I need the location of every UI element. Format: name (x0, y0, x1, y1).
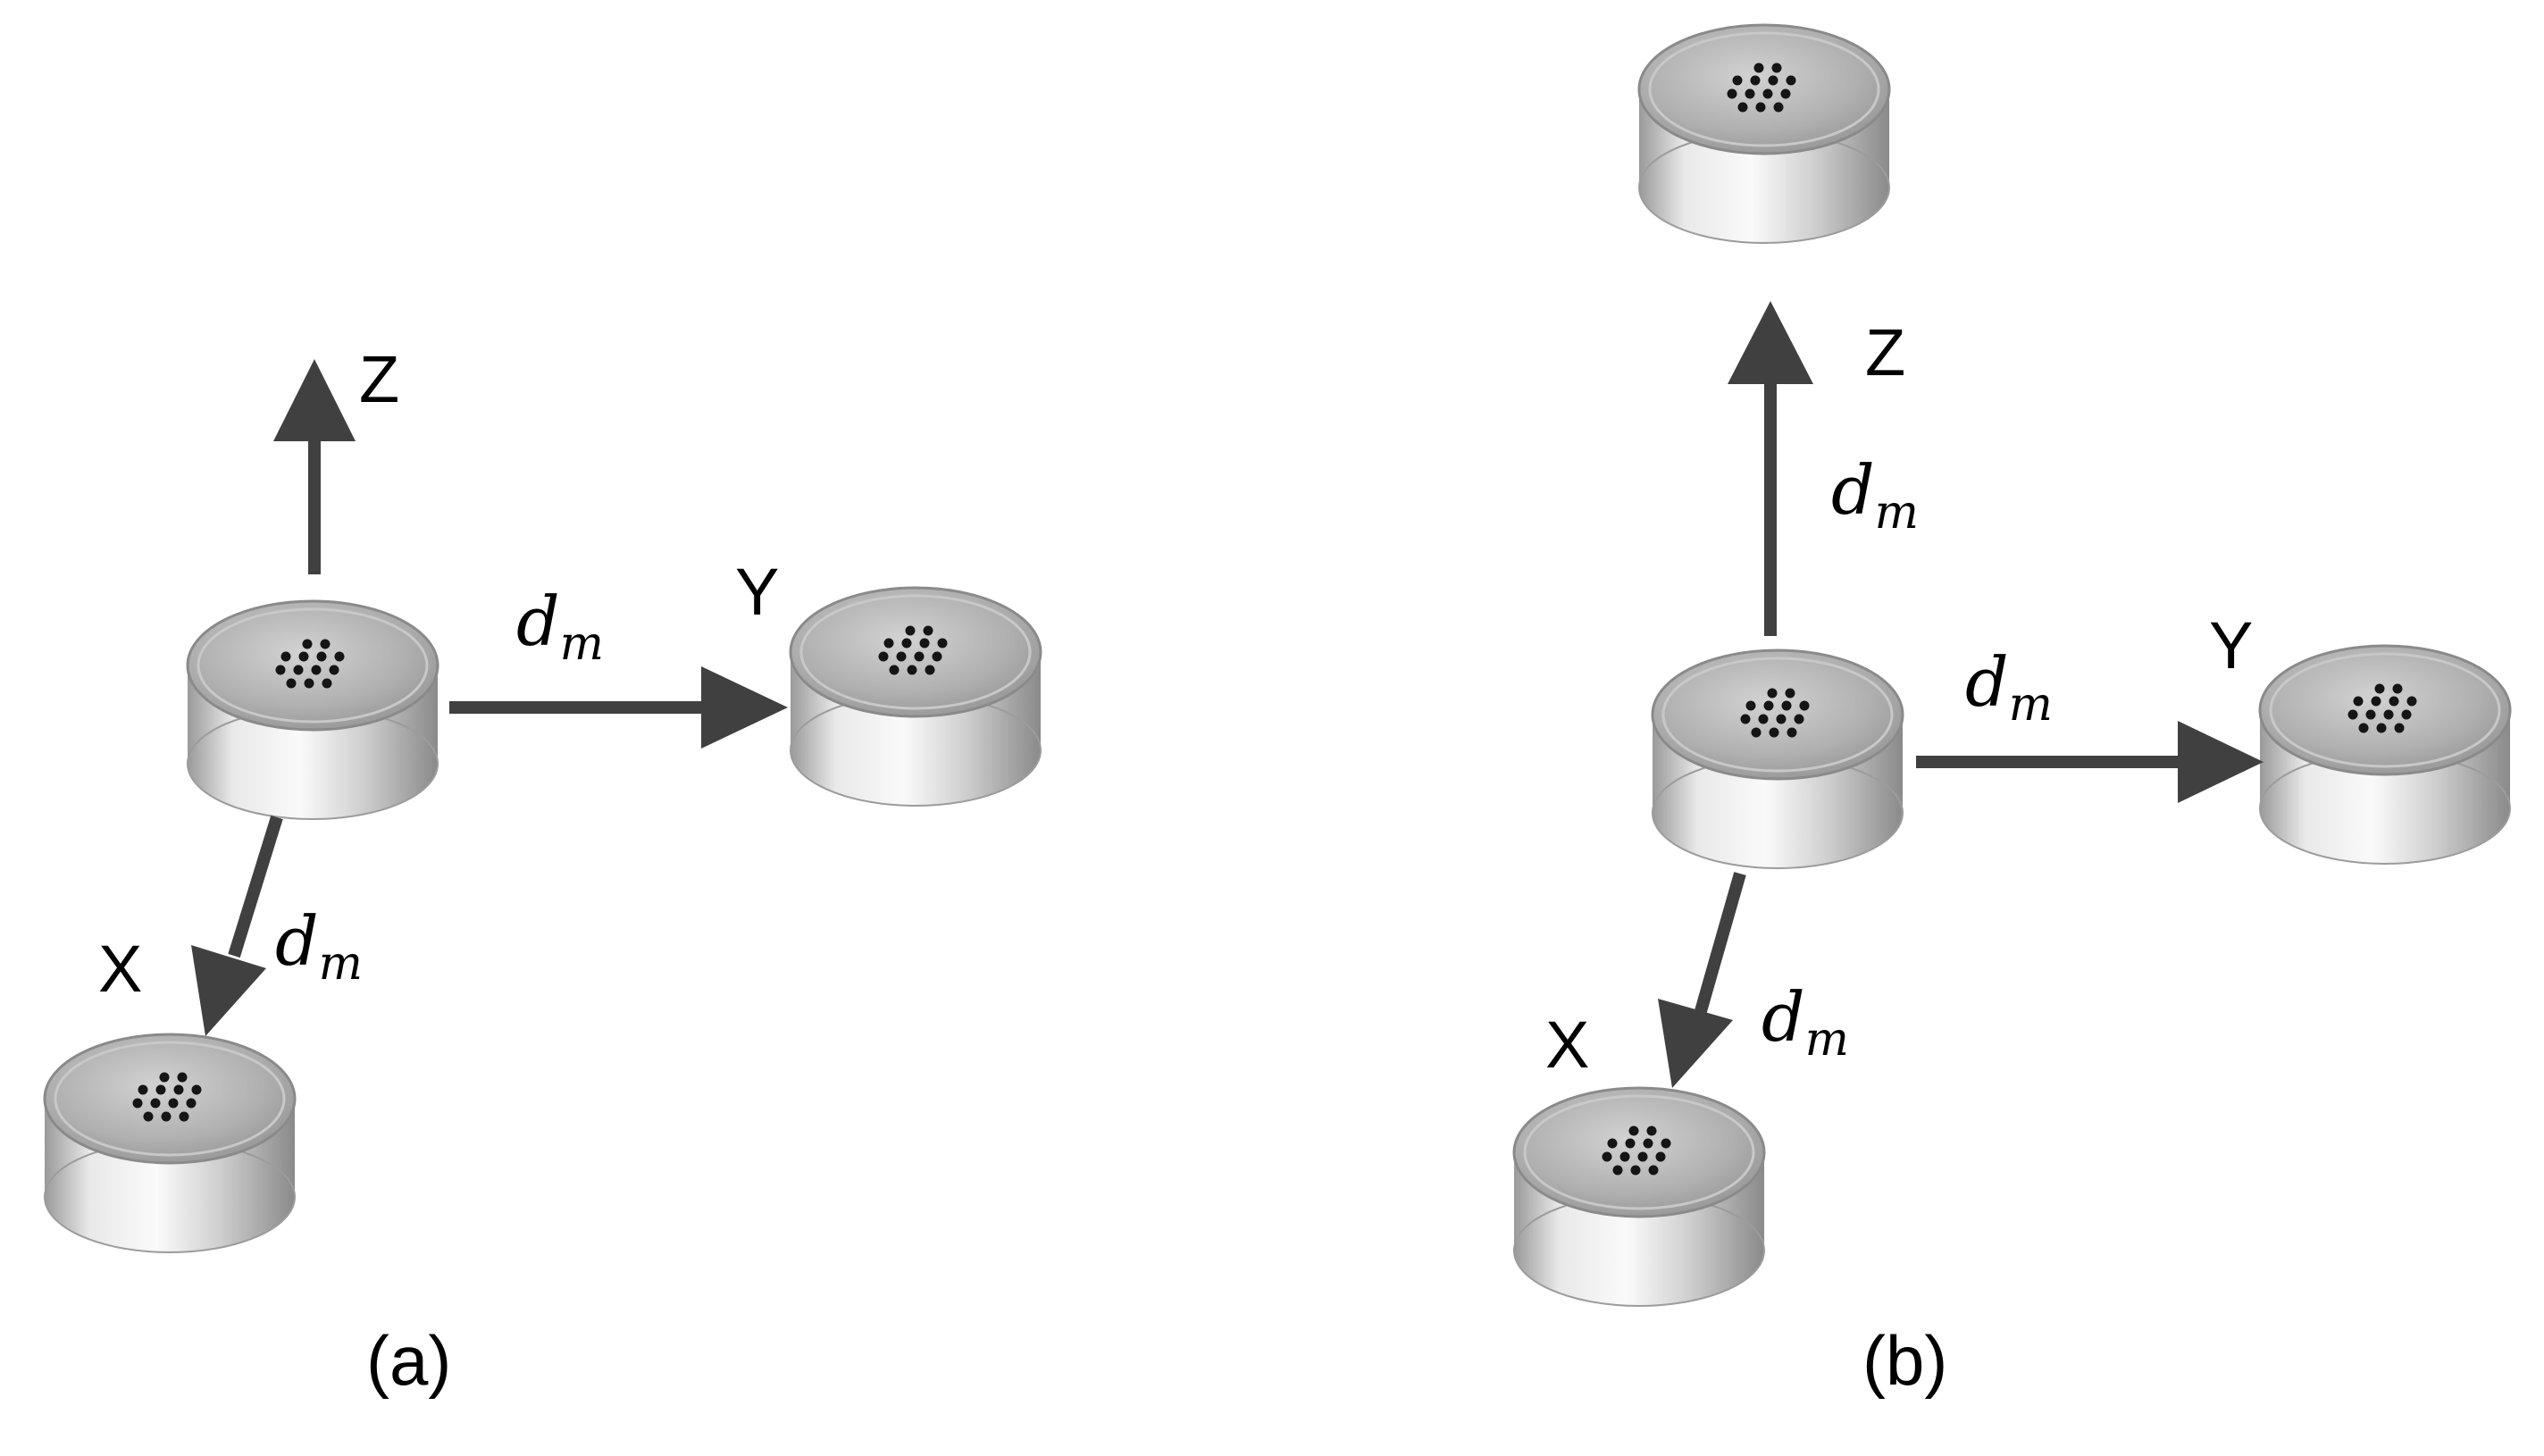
z-axis-arrow (1728, 301, 1813, 636)
z-axis-label: Z (1865, 315, 1905, 389)
mic-capsule-icon (186, 599, 439, 821)
distance-label-x: dm (275, 901, 363, 991)
mic-capsule-icon (2258, 644, 2512, 866)
panel-a: Z Y X dm dm (a) (43, 342, 1042, 1400)
y-axis-arrow (1916, 721, 2264, 803)
y-axis-arrow (449, 666, 788, 749)
mic-capsule-icon (1512, 1086, 1766, 1308)
y-axis-label: Y (2209, 608, 2253, 682)
distance-label-y: dm (1965, 642, 2053, 732)
mic-capsule-icon (1651, 649, 1904, 870)
distance-label-y: dm (516, 582, 604, 671)
x-axis-arrow (1658, 872, 1746, 1088)
mic-capsule-icon (1637, 23, 1891, 245)
distance-label-x: dm (1762, 977, 1849, 1067)
mic-capsule-icon (789, 586, 1042, 807)
panel-caption: (a) (366, 1321, 451, 1400)
x-axis-label: X (1545, 1008, 1589, 1082)
mic-capsule-icon (43, 1033, 297, 1254)
panel-b: Z Y X dm dm dm (b) (1512, 23, 2512, 1400)
z-axis-arrow (273, 359, 356, 574)
panel-caption: (b) (1862, 1321, 1947, 1400)
x-axis-label: X (98, 932, 142, 1006)
y-axis-label: Y (735, 555, 779, 629)
x-axis-arrow (191, 815, 283, 1036)
distance-label-z: dm (1831, 450, 1919, 540)
z-axis-label: Z (359, 342, 399, 416)
